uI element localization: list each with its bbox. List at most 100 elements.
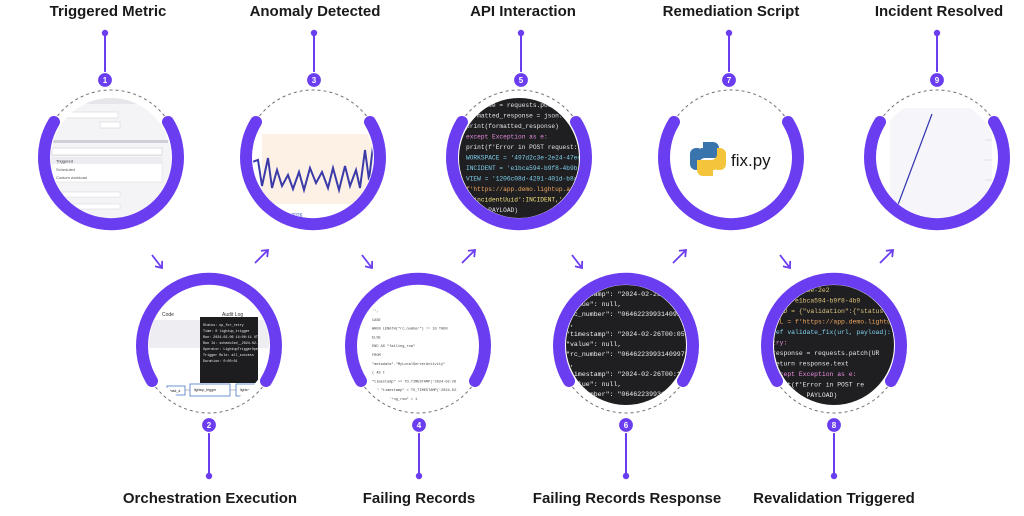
arrow-head-icon [364,260,374,270]
script-filename: fix.py [731,151,771,170]
code-line: CASE [372,319,381,323]
progress-arc [38,116,184,231]
code-line: WHEN LENGTH("rc_number") != 10 THEN [372,327,447,332]
step-title-1: Triggered Metric [49,3,167,20]
step-title-4: Failing Records [362,490,476,507]
tab-code[interactable]: Code [162,312,174,318]
option-triggered[interactable]: Triggered [56,159,73,164]
step-number: 8 [832,421,837,430]
connector-dot [622,472,630,480]
connector-dot [725,29,733,37]
arrow-head-icon [467,248,477,258]
step-number: 5 [519,76,524,85]
code-line: "timestamp": "2024-02-26T00:05:00+00 [566,331,708,338]
arrow-head-icon [260,248,270,258]
step-number-badge [928,71,946,89]
anomaly-line [253,143,373,194]
step-5-thumbnail: response = requests.post(u formatted_resp… [459,98,619,218]
flow-arrow-up-icon [254,249,269,264]
option-custom-workload[interactable]: Custom workload [56,175,87,180]
code-line: "rc_number": "06462239931409975" [566,391,693,398]
code-line: return response.text [772,361,849,368]
code-line: fix(URL, PAYLOAD) [772,392,837,399]
code-line: Duration: 0:00:01 [203,359,238,364]
option-scheduled[interactable]: Scheduled [56,167,75,172]
dashed-arc [670,89,792,127]
code-line: except Exception as e: [772,371,856,378]
step-title-7: Remediation Script [662,3,800,20]
code-line: "metadata"."MyLocalServerActivity" [372,362,445,367]
progress-arc [345,272,491,387]
dashed-arc [252,89,374,127]
progress-arc [864,116,1010,231]
code-line: "value": null, [566,301,621,308]
code-line: print(f'Error in POST re [772,382,864,389]
connector-dot [310,29,318,37]
arrow-head-icon [678,248,688,258]
code-line: try: [772,340,787,347]
code-line: VIEW = '1206c08d-4291-401d-b8ae-0c0be14b… [466,176,619,183]
code-line: "rc_number": "06462239931409975" [566,351,693,358]
code-line: FROM [372,354,381,358]
arrow-head-icon [782,260,792,270]
flow-arrow-down-icon [779,254,791,269]
code-line: END AS "failing_row" [372,344,415,349]
step-6-thumbnail: "timestamp": "2024-02-26T00:00:00"value"… [566,285,708,405]
code-line: response = requests.post(u [466,102,563,109]
step-number-badge [825,416,843,434]
code-line: print(f'Error in POST request: {e [466,144,589,151]
code-line: ELSE [372,336,381,340]
step-title-6: Failing Records Response [532,490,722,507]
step-number: 4 [417,421,422,430]
dag-node-label: task_a [170,389,180,393]
flow-arrow-down-icon [571,254,583,269]
connector-dot [205,472,213,480]
step-title-8: Revalidation Triggered [753,490,915,507]
code-line: response = requests.patch(UR [772,350,880,357]
step-number: 7 [727,76,732,85]
code-line: "timestamp": "2024-02-26T00:10:00+ [566,371,701,378]
arrow-head-icon [574,260,584,270]
progress-arc [553,272,699,387]
progress-arc [446,116,592,231]
connector-dot [101,29,109,37]
connector-dot [415,472,423,480]
code-block-json: "timestamp": "2024-02-26T00:00:00"value"… [566,291,708,398]
code-line: "value": null, [566,341,621,348]
connector-dot [517,29,525,37]
code-line: AND "failing_row" = 1 [372,397,417,402]
code-line: NT = 'e1bca594-b9f8-4b9 [772,298,860,305]
connector-dot [830,472,838,480]
code-line: (URL, PAYLOAD) [466,207,518,214]
python-logo-icon [690,142,726,176]
code-line: "rc_number": "06462239931409975" [566,311,693,318]
dashed-arc [148,376,270,414]
code-line: Run Id: scheduled__2024-02-06T14:00:00 [203,341,280,346]
resolved-line [895,113,933,211]
step-number-badge [305,71,323,89]
code-line: Trigger Rule: all_success [203,353,254,358]
arrow-head-icon [885,248,895,258]
step-title-3: Anomaly Detected [249,3,381,20]
flow-arrow-down-icon [361,254,373,269]
code-line: '', [372,309,378,314]
dashed-arc [458,89,580,127]
progress-arc [761,272,907,387]
code-line: AND "timestamp" < TO_TIMESTAMP('2024-02-… [372,388,463,393]
flow-arrow-down-icon [151,254,163,269]
step-number-badge [720,71,738,89]
code-line: URL = f'https://app.demo.lightup.a [772,319,903,326]
progress-arc [240,116,386,231]
flow-arrow-up-icon [461,249,476,264]
code-line: formatted_response = json.dump [466,113,578,120]
tab-audit-log[interactable]: Audit Log [222,312,243,318]
step-number: 3 [312,76,317,85]
dashed-arc [565,376,687,414]
code-line: Run: 2024-02-06 14:00:11 UTC [203,336,260,340]
step-number: 2 [207,421,212,430]
code-block-sql: '', CASE WHEN LENGTH("rc_number") != 10 TH… [372,309,463,402]
code-line: {'incidentUuid':INCIDENT,'st [466,197,570,204]
step-number-badge [200,416,218,434]
